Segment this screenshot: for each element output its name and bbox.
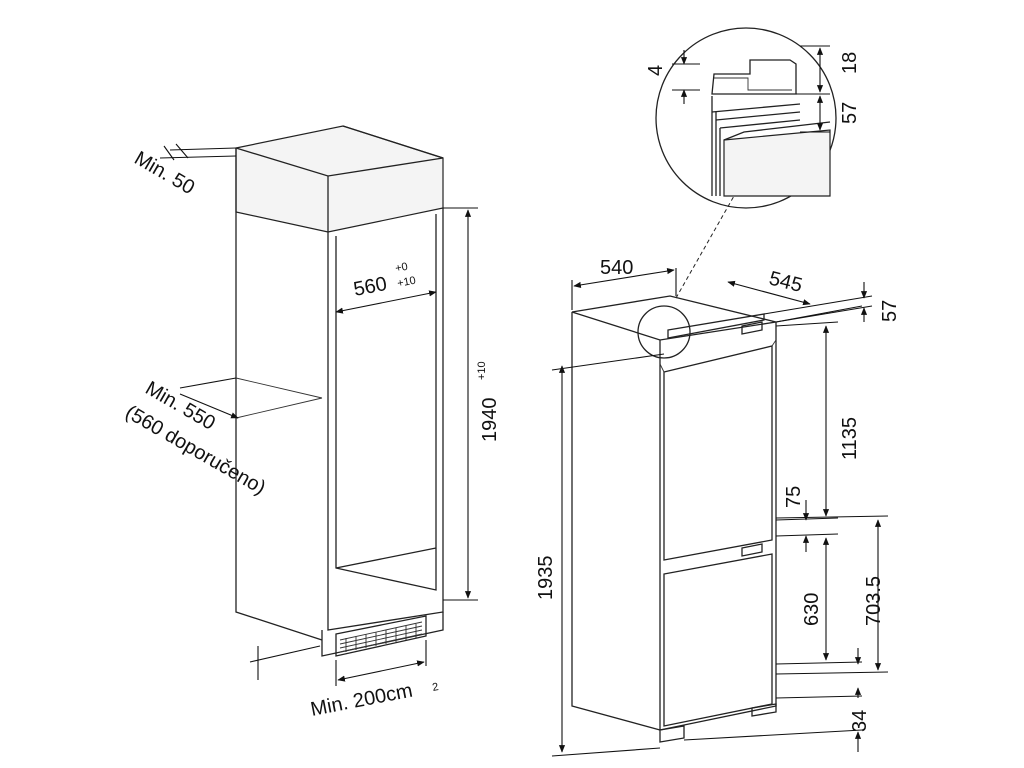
detail-view (655, 27, 837, 209)
appliance-depth-dimension: 545 (727, 268, 863, 323)
detail-height-dimension: 18 57 (796, 45, 861, 133)
vent-area-dimension: Min. 200cm 2 (249, 640, 440, 721)
upper-door-label: 1135 (839, 417, 861, 460)
door-gap-label: 75 (783, 486, 805, 508)
upper-door-dimension: 1135 (775, 321, 861, 521)
niche-width-dimension: 560 +0 +10 (335, 261, 437, 314)
niche-cabinet (235, 125, 444, 657)
detail-gap-dimension: 4 (645, 50, 700, 104)
detail-link (675, 195, 735, 299)
min-gap-dimension: Min. 50 (131, 143, 237, 199)
appliance-top-offset-dimension: 57 (763, 282, 901, 323)
min-gap-label: Min. 50 (131, 147, 199, 199)
niche-height-label: 1940 (479, 398, 501, 443)
lower-door-label: 630 (801, 593, 823, 626)
appliance-body (571, 295, 777, 743)
detail-profile-label: 18 (839, 52, 861, 74)
vent-grille (335, 615, 427, 657)
appliance-height-dimension: 1935 (535, 353, 665, 757)
lower-door-dimension: 630 (775, 537, 863, 665)
appliance-height-label: 1935 (535, 556, 557, 601)
appliance-top-offset-label: 57 (879, 300, 901, 322)
appliance-width-dimension: 540 (571, 257, 677, 310)
detail-gap-label: 4 (645, 65, 667, 76)
lower-section-label: 703.5 (863, 576, 885, 626)
lower-section-dimension: 703.5 (775, 515, 889, 675)
detail-offset-label: 57 (839, 102, 861, 124)
niche-depth-dimension: Min. 550 (560 doporučeno) (122, 377, 270, 499)
appliance-depth-label: 545 (767, 268, 805, 297)
niche-height-tol: +10 (476, 361, 488, 380)
door-gap-dimension: 75 (775, 486, 839, 552)
appliance-width-label: 540 (600, 257, 633, 279)
niche-width-tol-lower: +10 (396, 275, 417, 290)
bottom-offset-dimension: 34 (683, 648, 871, 752)
niche-width-tol-upper: +0 (394, 261, 409, 275)
bottom-offset-label: 34 (849, 710, 871, 732)
vent-area-sup: 2 (431, 681, 439, 694)
niche-width-label: 560 (352, 273, 389, 301)
vent-area-label: Min. 200cm (309, 680, 415, 721)
niche-height-dimension: 1940 +10 (443, 207, 501, 601)
